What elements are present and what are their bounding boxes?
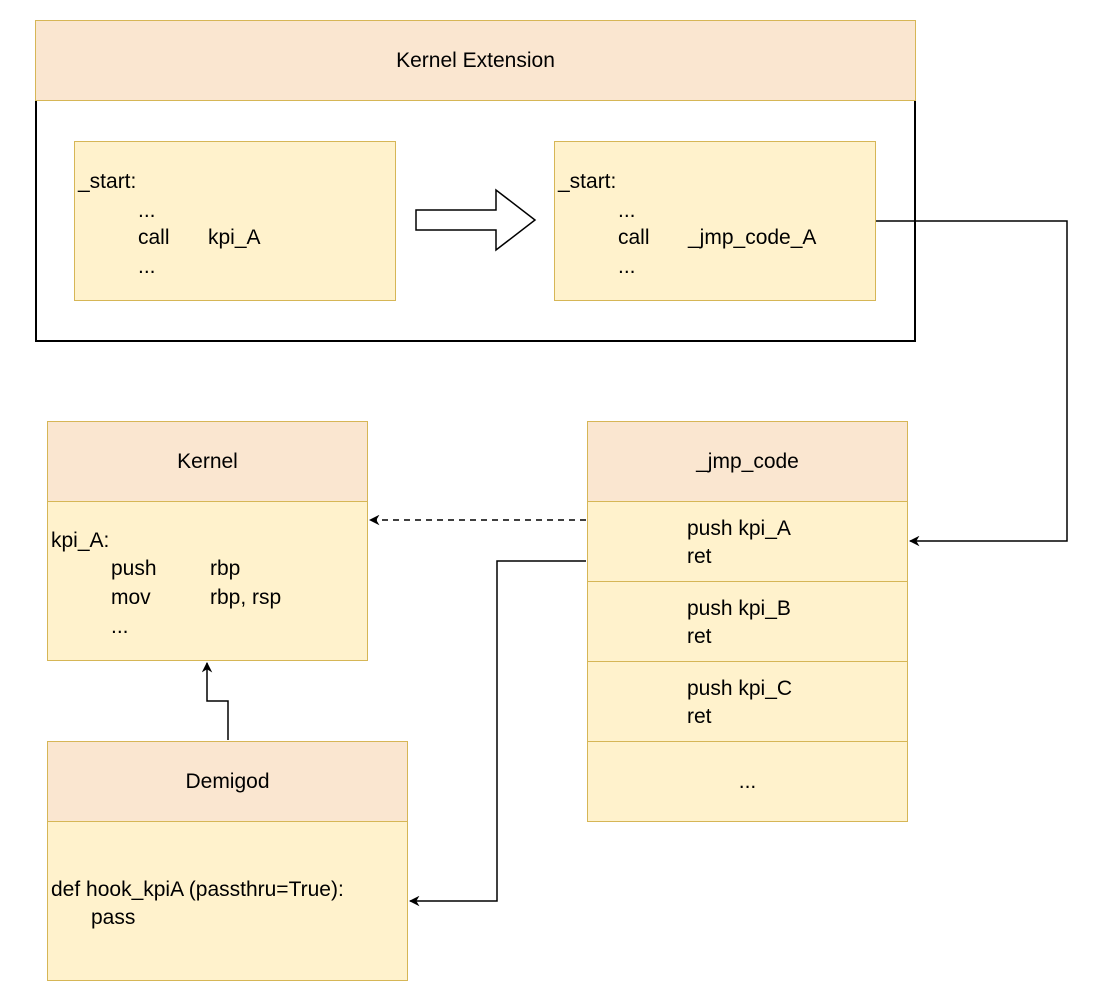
kernel-arg: rbp	[210, 557, 241, 580]
code-arg: kpi_A	[208, 226, 261, 249]
code-arg: _jmp_code_A	[688, 226, 817, 249]
code-op: call	[618, 226, 650, 249]
jmp-code-ellipsis: ...	[738, 769, 757, 793]
demigod-to-kernel-line	[201, 661, 229, 740]
jmp-code-ret: ret	[687, 545, 712, 568]
demigod-body: def hook_kpiA (passthru=True): pass	[47, 821, 408, 981]
code-label: _start:	[78, 170, 137, 193]
kernel-arg: rbp, rsp	[210, 586, 282, 609]
demigod-def: def hook_kpiA (passthru=True):	[51, 878, 344, 901]
jmp-code-entry: push kpi_C ret	[587, 661, 908, 742]
kernel-title: Kernel	[177, 449, 238, 473]
demigod-title: Demigod	[185, 769, 270, 793]
kernel-extension-title: Kernel Extension	[396, 48, 555, 72]
demigod-header: Demigod	[47, 741, 408, 822]
demigod-pass: pass	[91, 906, 136, 929]
jmp-code-push: push kpi_A	[687, 517, 791, 540]
code-ellipsis: ...	[618, 255, 636, 278]
kernel-ellipsis: ...	[111, 615, 129, 638]
code-ellipsis: ...	[138, 199, 156, 222]
jmp-code-to-demigod-line	[408, 560, 586, 907]
jmp-code-ellipsis-cell: ...	[587, 741, 908, 822]
kernel-op: mov	[111, 586, 151, 609]
jump-to-jmp-code-line	[876, 220, 1068, 547]
kernel-extension-header: Kernel Extension	[35, 20, 916, 101]
code-label: _start:	[558, 170, 617, 193]
kernel-label: kpi_A:	[51, 529, 110, 552]
code-ellipsis: ...	[618, 199, 636, 222]
kext-original-code-box: _start: ... call kpi_A ...	[74, 141, 396, 301]
jmp-code-entry: push kpi_A ret	[587, 501, 908, 582]
jmp-code-ret: ret	[687, 705, 712, 728]
jmp-code-push: push kpi_C	[687, 677, 793, 700]
code-op: call	[138, 226, 170, 249]
jmp-code-header: _jmp_code	[587, 421, 908, 502]
transform-arrow	[415, 188, 537, 252]
jmp-code-push: push kpi_B	[687, 597, 791, 620]
kernel-body: kpi_A: push rbp mov rbp, rsp ...	[47, 501, 368, 661]
kext-patched-code-box: _start: ... call _jmp_code_A ...	[554, 141, 876, 301]
jmp-code-ret: ret	[687, 625, 712, 648]
jmp-code-title: _jmp_code	[696, 449, 799, 473]
kernel-header: Kernel	[47, 421, 368, 502]
code-ellipsis: ...	[138, 255, 156, 278]
kernel-op: push	[111, 557, 157, 580]
